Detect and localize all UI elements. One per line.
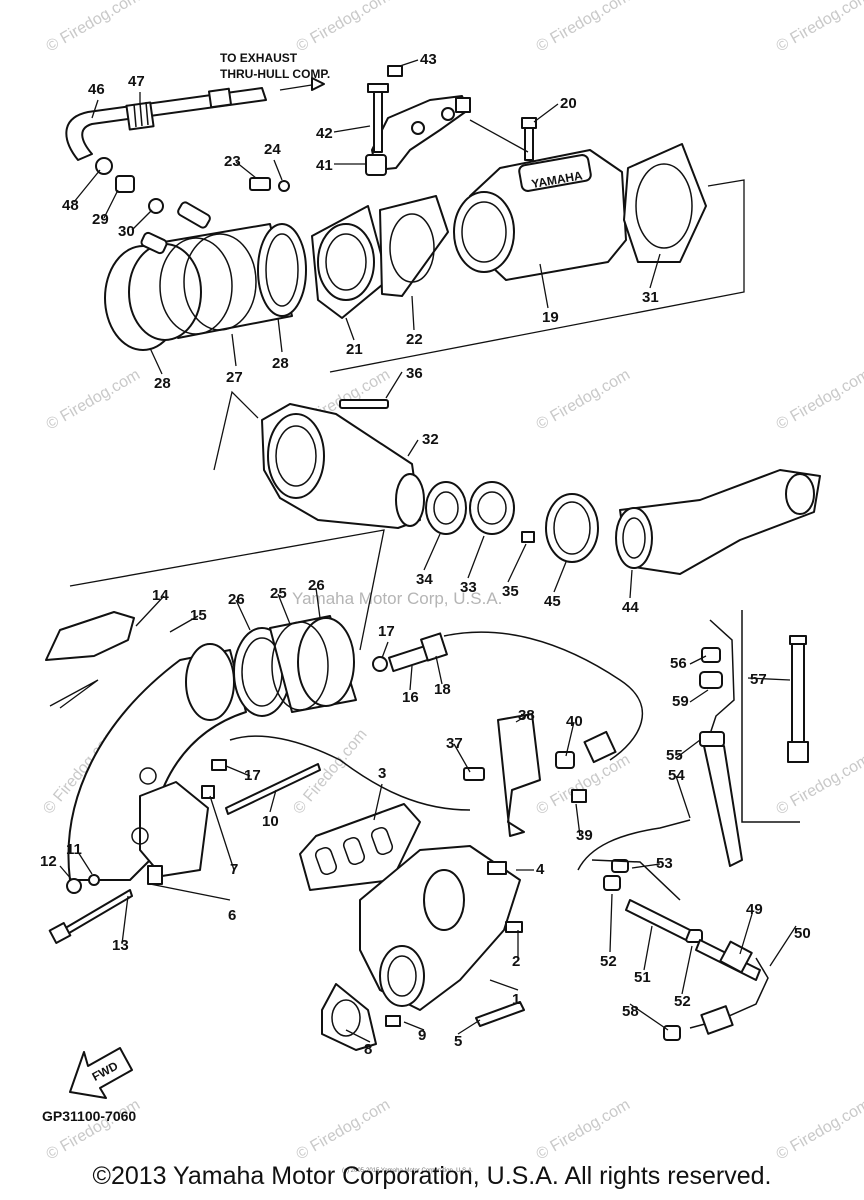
callout: 38 bbox=[518, 707, 535, 724]
callout: 39 bbox=[576, 827, 593, 844]
callout: 45 bbox=[544, 593, 561, 610]
watermark: © Firedog.com bbox=[774, 1096, 864, 1163]
callout: 55 bbox=[666, 747, 683, 764]
callout: 36 bbox=[406, 365, 423, 382]
callout: 6 bbox=[228, 907, 236, 924]
exhaust-manifold bbox=[299, 803, 525, 1051]
callout: 22 bbox=[406, 331, 423, 348]
callout: 35 bbox=[502, 583, 519, 600]
note-line-2: THRU-HULL COMP. bbox=[220, 67, 330, 81]
callout: 51 bbox=[634, 969, 651, 986]
tiny-copyright: (c) 2005-2015 Yamaha Motor Corporation, … bbox=[342, 1168, 474, 1174]
watermark: © Firedog.com bbox=[534, 1096, 634, 1163]
callout: 18 bbox=[434, 681, 451, 698]
muffler-joint bbox=[104, 201, 307, 351]
callout: 21 bbox=[346, 341, 363, 358]
watermark-layer: © Firedog.com © Firedog.com © Firedog.co… bbox=[40, 0, 864, 1163]
callout: 11 bbox=[66, 841, 82, 858]
callout-labels: 46 47 43 20 42 41 23 24 48 29 30 28 27 2… bbox=[40, 51, 811, 1058]
callout: 41 bbox=[316, 157, 333, 174]
callout: 17 bbox=[378, 623, 395, 640]
exhaust-hose bbox=[65, 87, 267, 161]
callout: 47 bbox=[128, 73, 145, 90]
callout: 8 bbox=[364, 1041, 372, 1058]
callout: 20 bbox=[560, 95, 577, 112]
callout: 14 bbox=[152, 587, 169, 604]
watermark: © Firedog.com bbox=[534, 751, 634, 818]
fwd-arrow: FWD bbox=[69, 1047, 133, 1099]
watermark: © Firedog.com bbox=[774, 366, 864, 433]
callout: 23 bbox=[224, 153, 241, 170]
callout: 46 bbox=[88, 81, 105, 98]
callout: 2 bbox=[512, 953, 520, 970]
callout: 42 bbox=[316, 125, 333, 142]
callout: 26 bbox=[308, 577, 325, 594]
muffler-body: YAMAHA bbox=[453, 143, 707, 281]
callout: 53 bbox=[656, 855, 673, 872]
callout: 1 bbox=[512, 991, 520, 1008]
watermark: © Firedog.com bbox=[294, 1096, 394, 1163]
callout: 10 bbox=[262, 813, 279, 830]
center-watermark: Yamaha Motor Corp, U.S.A. bbox=[292, 589, 502, 608]
callout: 40 bbox=[566, 713, 583, 730]
flange-and-gasket bbox=[311, 195, 449, 319]
callout: 30 bbox=[118, 223, 135, 240]
callout: 57 bbox=[750, 671, 767, 688]
callout: 50 bbox=[794, 925, 811, 942]
callout: 43 bbox=[420, 51, 437, 68]
callout: 28 bbox=[272, 355, 289, 372]
outlet-assembly bbox=[425, 469, 821, 575]
callout: 27 bbox=[226, 369, 243, 386]
watermark: © Firedog.com bbox=[534, 0, 634, 55]
callout: 56 bbox=[670, 655, 687, 672]
callout: 59 bbox=[672, 693, 689, 710]
callout: 16 bbox=[402, 689, 419, 706]
watermark: © Firedog.com bbox=[294, 0, 394, 55]
callout: 12 bbox=[40, 853, 57, 870]
callout: 52 bbox=[600, 953, 617, 970]
watermark: © Firedog.com bbox=[44, 1096, 144, 1163]
watermark: © Firedog.com bbox=[774, 0, 864, 55]
callout: 28 bbox=[154, 375, 171, 392]
callout: 5 bbox=[454, 1033, 462, 1050]
callout: 4 bbox=[536, 861, 545, 878]
callout: 13 bbox=[112, 937, 129, 954]
watermark: © Firedog.com bbox=[44, 0, 144, 55]
bolt-20 bbox=[521, 117, 537, 161]
callout: 37 bbox=[446, 735, 463, 752]
callout: 44 bbox=[622, 599, 639, 616]
note-line-1: TO EXHAUST bbox=[220, 51, 298, 65]
exhaust-elbow-32 bbox=[261, 399, 425, 529]
callout: 52 bbox=[674, 993, 691, 1010]
callout: 3 bbox=[378, 765, 386, 782]
cooling-pipes bbox=[577, 819, 769, 1041]
callout: 24 bbox=[264, 141, 281, 158]
mounting-bracket bbox=[365, 65, 471, 176]
callout: 19 bbox=[542, 309, 559, 326]
callout: 34 bbox=[416, 571, 433, 588]
callout: 29 bbox=[92, 211, 109, 228]
callout: 25 bbox=[270, 585, 287, 602]
small-fittings bbox=[95, 157, 290, 214]
watermark: © Firedog.com bbox=[44, 366, 144, 433]
diagram-code: GP31100-7060 bbox=[42, 1108, 136, 1124]
copyright-notice: ©2013 Yamaha Motor Corporation, U.S.A. A… bbox=[92, 1162, 772, 1190]
right-fittings bbox=[699, 610, 809, 867]
callout: 32 bbox=[422, 431, 439, 448]
callout: 54 bbox=[668, 767, 685, 784]
callout: 58 bbox=[622, 1003, 639, 1020]
long-bolts bbox=[48, 763, 321, 944]
exhaust-pipe bbox=[45, 611, 357, 885]
callout: 17 bbox=[244, 767, 261, 784]
callout: 33 bbox=[460, 579, 477, 596]
callout: 15 bbox=[190, 607, 207, 624]
callout: 31 bbox=[642, 289, 659, 306]
callout: 26 bbox=[228, 591, 245, 608]
water-fittings bbox=[211, 631, 644, 837]
leader-lines bbox=[59, 59, 797, 1043]
callout: 9 bbox=[418, 1027, 426, 1044]
watermark: © Firedog.com bbox=[534, 366, 634, 433]
callout: 49 bbox=[746, 901, 763, 918]
